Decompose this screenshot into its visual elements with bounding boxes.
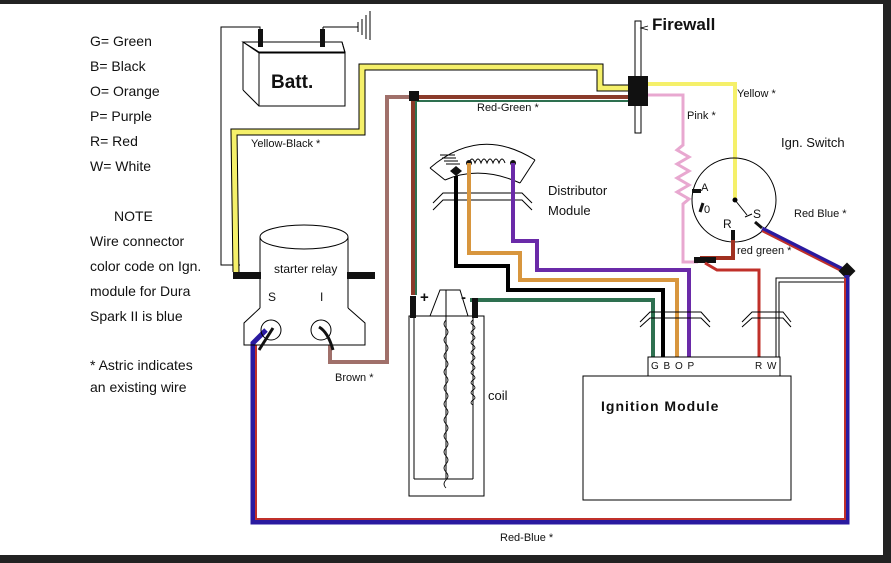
wire-label-brown: Brown * bbox=[335, 372, 374, 384]
battery bbox=[241, 41, 346, 107]
distributor-connector bbox=[432, 192, 533, 211]
note-line: color code on Ign. bbox=[90, 258, 202, 274]
firewall-pointer-arrow bbox=[639, 25, 649, 31]
legend-orange: O= Orange bbox=[90, 83, 160, 99]
relay-terminal-s: S bbox=[268, 290, 277, 304]
ignition-coil bbox=[408, 289, 485, 497]
legend-green: G= Green bbox=[90, 33, 152, 49]
orange-wire bbox=[467, 163, 679, 360]
switch-terminal-o: 0 bbox=[704, 204, 711, 216]
module-connector-right bbox=[741, 311, 792, 328]
coil-plus-terminal: + bbox=[420, 289, 429, 306]
right-border bbox=[883, 0, 891, 563]
wire-label-red-green-switch: red green * bbox=[737, 245, 792, 257]
firewall-grommet bbox=[628, 76, 648, 106]
legend-white: W= White bbox=[90, 158, 152, 174]
wire-label-yellow-black: Yellow-Black * bbox=[251, 138, 321, 150]
wire-label-red-green: Red-Green * bbox=[477, 102, 539, 114]
purple-wire bbox=[511, 163, 691, 360]
coil-winding-secondary bbox=[470, 319, 476, 406]
legend-black: B= Black bbox=[90, 58, 146, 74]
wire-label-red-blue-switch: Red Blue * bbox=[794, 208, 847, 220]
coil-winding-primary bbox=[443, 319, 449, 489]
white-wire-outline bbox=[775, 277, 845, 360]
switch-terminal-r: R bbox=[723, 217, 732, 231]
firewall-label: Firewall bbox=[652, 15, 716, 34]
note-line: Spark II is blue bbox=[90, 308, 183, 324]
battery-ground-wire bbox=[220, 26, 261, 266]
battery-label: Batt. bbox=[271, 72, 314, 93]
battery-negative-post bbox=[258, 29, 263, 47]
starter-relay-label: starter relay bbox=[274, 262, 338, 276]
note-title: NOTE bbox=[114, 208, 153, 224]
note-line: module for Dura bbox=[90, 283, 191, 299]
module-pins-gbop: G B O P bbox=[651, 361, 696, 372]
white-wire bbox=[778, 281, 845, 360]
ignition-switch-label: Ign. Switch bbox=[781, 135, 845, 150]
asterisk-note: * Astric indicates bbox=[90, 357, 193, 373]
relay-starter-lug bbox=[347, 272, 375, 279]
distributor-label: Distributor bbox=[548, 183, 608, 198]
top-border bbox=[0, 0, 891, 4]
wire-label-pink: Pink * bbox=[687, 110, 716, 122]
bottom-border bbox=[0, 555, 891, 563]
switch-terminal-s: S bbox=[753, 207, 762, 221]
wire-label-red-blue: Red-Blue * bbox=[500, 532, 554, 544]
legend-purple: P= Purple bbox=[90, 108, 152, 124]
black-wire bbox=[454, 176, 665, 360]
coil-label: coil bbox=[488, 388, 508, 403]
brown-wire bbox=[328, 95, 413, 364]
green-wire bbox=[470, 298, 655, 360]
switch-terminal-a: A bbox=[701, 182, 709, 194]
splice-node-right bbox=[838, 262, 856, 280]
ignition-module-label: Ignition Module bbox=[601, 398, 720, 414]
note-line: Wire connector bbox=[90, 233, 185, 249]
splice-node bbox=[409, 91, 419, 101]
distributor-label: Module bbox=[548, 203, 591, 218]
red-green-switch-wire bbox=[700, 240, 735, 260]
distributor-module bbox=[429, 143, 536, 184]
ground-icon bbox=[323, 11, 371, 40]
yellow-wire bbox=[648, 82, 737, 198]
red-blue-loop-wire bbox=[250, 275, 850, 525]
pink-resistor-wire bbox=[648, 93, 698, 264]
red-blue-switch-wire bbox=[760, 226, 849, 275]
yellow-black-wire bbox=[231, 64, 632, 273]
relay-battery-lug bbox=[233, 272, 261, 279]
module-pins-rw: R W bbox=[755, 361, 778, 372]
coil-minus-terminal: - bbox=[461, 289, 466, 306]
legend-red: R= Red bbox=[90, 133, 138, 149]
asterisk-note: an existing wire bbox=[90, 379, 187, 395]
wire-label-yellow: Yellow * bbox=[737, 88, 776, 100]
starter-relay bbox=[243, 224, 366, 346]
ignition-module bbox=[582, 375, 792, 501]
battery-positive-post bbox=[320, 29, 325, 47]
module-connector-left bbox=[639, 311, 711, 328]
relay-terminal-i: I bbox=[320, 290, 324, 304]
red-wire-module-r bbox=[704, 261, 761, 360]
